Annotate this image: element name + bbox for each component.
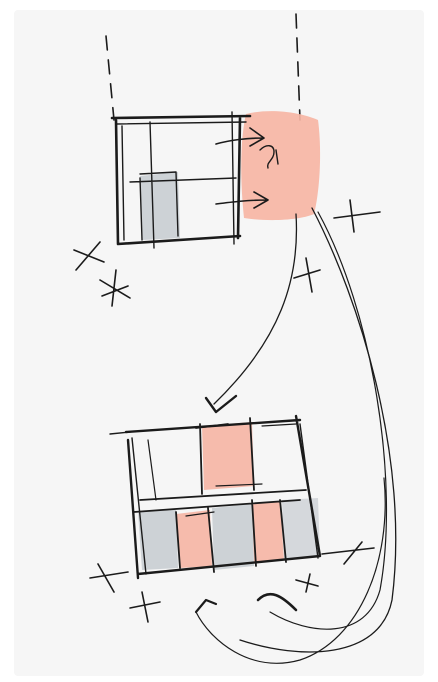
curve-to-bottom-diagram [214, 214, 296, 404]
x-mark-top-right [334, 200, 380, 232]
x-mark-bottom-right [322, 542, 374, 564]
salmon-block-top [241, 111, 320, 220]
small-stroke-bottom [296, 574, 318, 592]
x-mark-top-right-lower [294, 258, 320, 292]
grey-block-bottom-middle [212, 504, 254, 570]
top-left-guide-line [106, 36, 114, 120]
caret-mark-bottom [258, 594, 296, 610]
salmon-block-bottom-top [202, 422, 254, 490]
x-mark-top-left [74, 242, 104, 270]
grey-block-top [140, 172, 180, 240]
x-mark-top-left-lower [100, 270, 130, 306]
x-mark-bottom-left-lower [130, 592, 160, 622]
salmon-block-bottom-right [252, 502, 284, 562]
top-diagram [74, 14, 380, 306]
tick-mark-bottom [196, 600, 216, 612]
salmon-block-bottom-left [176, 510, 212, 568]
arrowhead-into-bottom [206, 396, 236, 412]
top-right-guide-line [296, 14, 300, 120]
bottom-diagram [90, 416, 374, 622]
x-mark-bottom-left [90, 564, 128, 592]
